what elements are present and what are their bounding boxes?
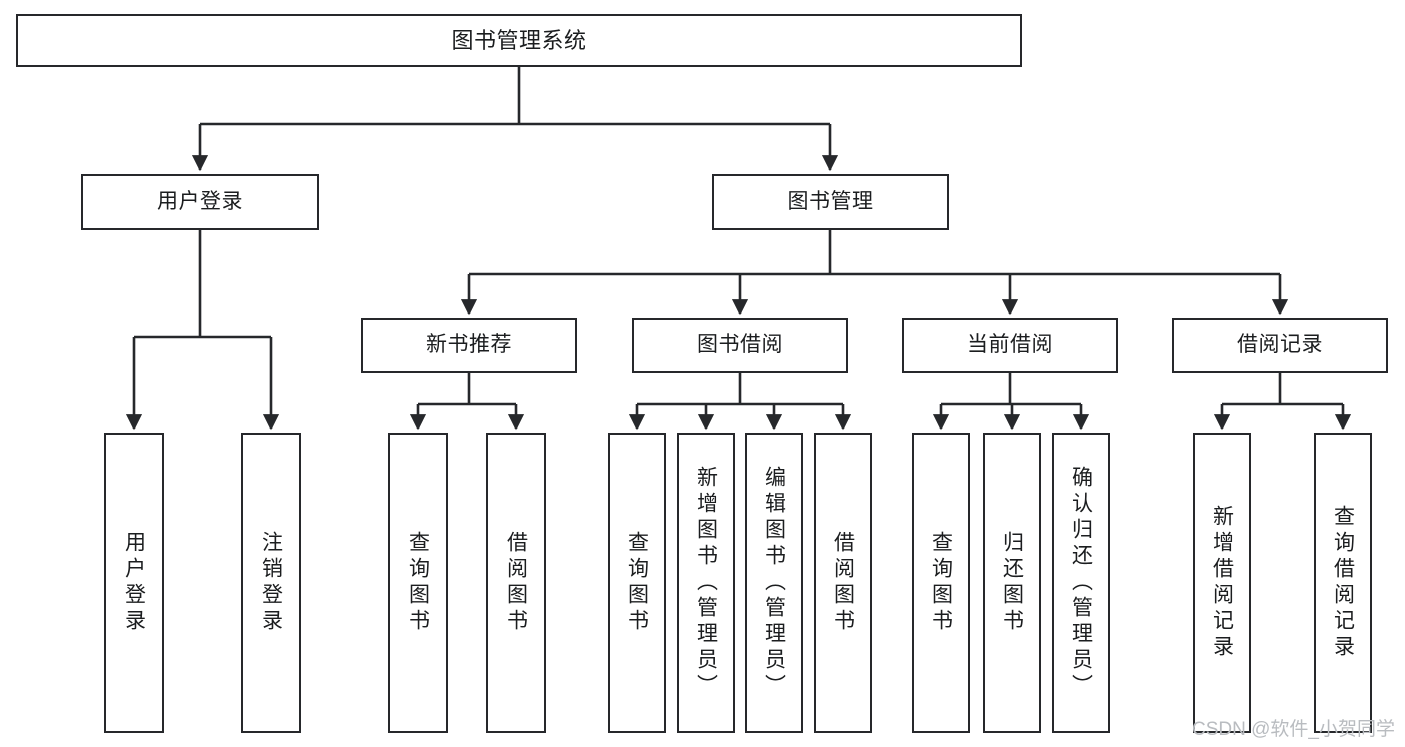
node-leaf-add-borrow-record-label: 新增借阅记录 (1210, 505, 1234, 661)
node-borrow-record-label: 借阅记录 (1237, 333, 1323, 357)
node-leaf-query-book-rec[interactable]: 查询图书 (388, 433, 448, 733)
node-leaf-borrow-book-rec[interactable]: 借阅图书 (486, 433, 546, 733)
node-root-label: 图书管理系统 (451, 27, 587, 53)
node-leaf-query-book-borrow[interactable]: 查询图书 (608, 433, 666, 733)
node-leaf-borrow-book[interactable]: 借阅图书 (814, 433, 872, 733)
node-root[interactable]: 图书管理系统 (16, 14, 1022, 67)
node-leaf-add-book-admin-label: 新增图书（管理员） (694, 466, 718, 700)
node-leaf-confirm-return-admin-label: 确认归还（管理员） (1069, 466, 1093, 700)
node-current-borrow[interactable]: 当前借阅 (902, 318, 1118, 373)
node-leaf-query-borrow-record-label: 查询借阅记录 (1331, 505, 1355, 661)
node-book-borrow[interactable]: 图书借阅 (632, 318, 848, 373)
node-book-borrow-label: 图书借阅 (697, 333, 783, 357)
node-new-book-recommend[interactable]: 新书推荐 (361, 318, 577, 373)
node-leaf-query-book-current-label: 查询图书 (929, 531, 953, 635)
csdn-watermark: CSDN @软件_小贺同学 (1192, 719, 1395, 740)
node-leaf-return-book[interactable]: 归还图书 (983, 433, 1041, 733)
node-leaf-add-book-admin[interactable]: 新增图书（管理员） (677, 433, 735, 733)
node-leaf-query-borrow-record[interactable]: 查询借阅记录 (1314, 433, 1372, 733)
node-user-login-label: 用户登录 (157, 189, 243, 213)
node-leaf-edit-book-admin[interactable]: 编辑图书（管理员） (745, 433, 803, 733)
node-new-book-recommend-label: 新书推荐 (426, 333, 512, 357)
node-leaf-edit-book-admin-label: 编辑图书（管理员） (762, 466, 786, 700)
node-leaf-borrow-book-label: 借阅图书 (831, 531, 855, 635)
node-leaf-add-borrow-record[interactable]: 新增借阅记录 (1193, 433, 1251, 733)
node-book-manage-label: 图书管理 (787, 189, 874, 213)
node-leaf-query-book-current[interactable]: 查询图书 (912, 433, 970, 733)
node-leaf-query-book-rec-label: 查询图书 (406, 531, 430, 635)
node-current-borrow-label: 当前借阅 (967, 333, 1053, 357)
node-leaf-borrow-book-rec-label: 借阅图书 (504, 531, 528, 635)
node-leaf-user-login[interactable]: 用户登录 (104, 433, 164, 733)
node-user-login[interactable]: 用户登录 (81, 174, 319, 230)
node-leaf-logout-login[interactable]: 注销登录 (241, 433, 301, 733)
node-book-manage[interactable]: 图书管理 (712, 174, 949, 230)
node-leaf-query-book-borrow-label: 查询图书 (625, 531, 649, 635)
node-leaf-logout-login-label: 注销登录 (259, 531, 283, 635)
node-leaf-confirm-return-admin[interactable]: 确认归还（管理员） (1052, 433, 1110, 733)
node-leaf-return-book-label: 归还图书 (1000, 531, 1024, 635)
node-leaf-user-login-label: 用户登录 (122, 531, 146, 635)
node-borrow-record[interactable]: 借阅记录 (1172, 318, 1388, 373)
